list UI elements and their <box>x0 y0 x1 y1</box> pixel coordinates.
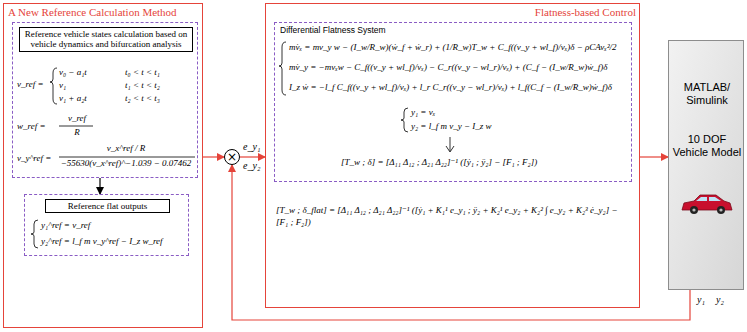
equation: v₀ − a₁t <box>59 67 87 77</box>
equation: mv̇ₓ = mv_y w − (I_w/R_w)(ẇ_f + ẇ_r) + (… <box>289 42 629 52</box>
box-heading: Differential Flatness System <box>280 26 386 36</box>
calculation-box: Reference vehicle states calculation bas… <box>12 22 198 178</box>
equation: v₁ + a₂t <box>59 93 87 103</box>
panel-title: A New Reference Calculation Method <box>8 6 177 19</box>
equation: I_z ẇ = −l_f C_f((v_y + wl_f)/vₓ) + l_r … <box>289 82 629 92</box>
sum-junction: × <box>224 149 240 165</box>
panel-title: Flatness-based Control <box>486 6 636 19</box>
equation: t₁ < t < t₂ <box>125 80 160 90</box>
control-law: [T_w ; δ_flat] = [Δ₁₁ Δ₁₂ ; Δ₂₁ Δ₂₂]⁻¹ (… <box>276 204 631 228</box>
equation: v₁ <box>59 80 66 90</box>
equation: w_ref = <box>17 121 46 131</box>
equation: v_ref <box>57 113 97 123</box>
signal-arrow <box>232 165 690 320</box>
box-heading: Reference vehicle states calculation bas… <box>19 27 193 52</box>
math-stroke <box>450 137 451 151</box>
math-stroke <box>446 146 454 152</box>
simulator-ground <box>668 40 744 290</box>
equation: y₁^ref = v_ref <box>41 220 90 230</box>
equation: y₁ = vₓ <box>411 107 435 117</box>
equation: [T_w ; δ] = [Δ₁₁ Δ₁₂ ; Δ₂₁ Δ₂₂]⁻¹ ([ẏ₁ ;… <box>341 157 621 167</box>
equation: y₂^ref = l_f m v_y^ref − I_z w_ref <box>41 236 163 246</box>
box-heading: Reference flat outputs <box>45 199 170 213</box>
signal-label: e_y₁ <box>243 141 260 153</box>
equation: R <box>57 127 97 137</box>
signal-label: e_y₂ <box>243 160 260 172</box>
flatness-system-box: Differential Flatness System mv̇ₓ = mv_y … <box>274 22 632 182</box>
math-stroke <box>279 42 286 95</box>
signal-label: y₁ <box>697 294 705 306</box>
math-stroke <box>50 68 57 104</box>
control-panel: Flatness-based Control [T_w ; δ_flat] = [… <box>265 3 640 308</box>
equation: y₂ = l_f m v_y − I_z w <box>411 121 492 131</box>
method-panel: A New Reference Calculation MethodRefere… <box>3 3 203 328</box>
signal-arrow <box>640 156 668 157</box>
math-stroke <box>59 157 195 158</box>
junction-sign: × <box>225 150 239 164</box>
equation: v_y^ref = <box>17 153 51 163</box>
equation: t₀ < t < t₁ <box>125 67 160 77</box>
model-name: 10 DOF Vehicle Model <box>671 133 743 158</box>
math-stroke <box>31 220 38 248</box>
signal-label: y₂ <box>716 294 724 306</box>
equation: mv̇_y = −mvₓw − C_f((v_y + wl_f)/vₓ) − C… <box>289 62 629 72</box>
signal-arrow <box>203 156 224 157</box>
flat-output-box: Reference flat outputs y₁^ref = v_ref y₂^r… <box>24 194 189 256</box>
equation: v_ref = <box>17 79 43 89</box>
car-icon <box>682 195 732 214</box>
simulator-name: MATLAB/ Simulink <box>671 81 743 106</box>
simulator-box: MATLAB/ Simulink 10 DOF Vehicle Model <box>668 40 744 290</box>
signal-arrow <box>240 156 265 157</box>
math-stroke <box>401 108 408 132</box>
equation: v_x^ref / R <box>57 143 195 153</box>
equation: t₂ < t < t₃ <box>125 93 160 103</box>
signal-arrow <box>99 178 100 194</box>
equation: −55630(v_x^ref)^−1.039 − 0.07462 <box>57 158 195 168</box>
math-stroke <box>59 126 93 127</box>
